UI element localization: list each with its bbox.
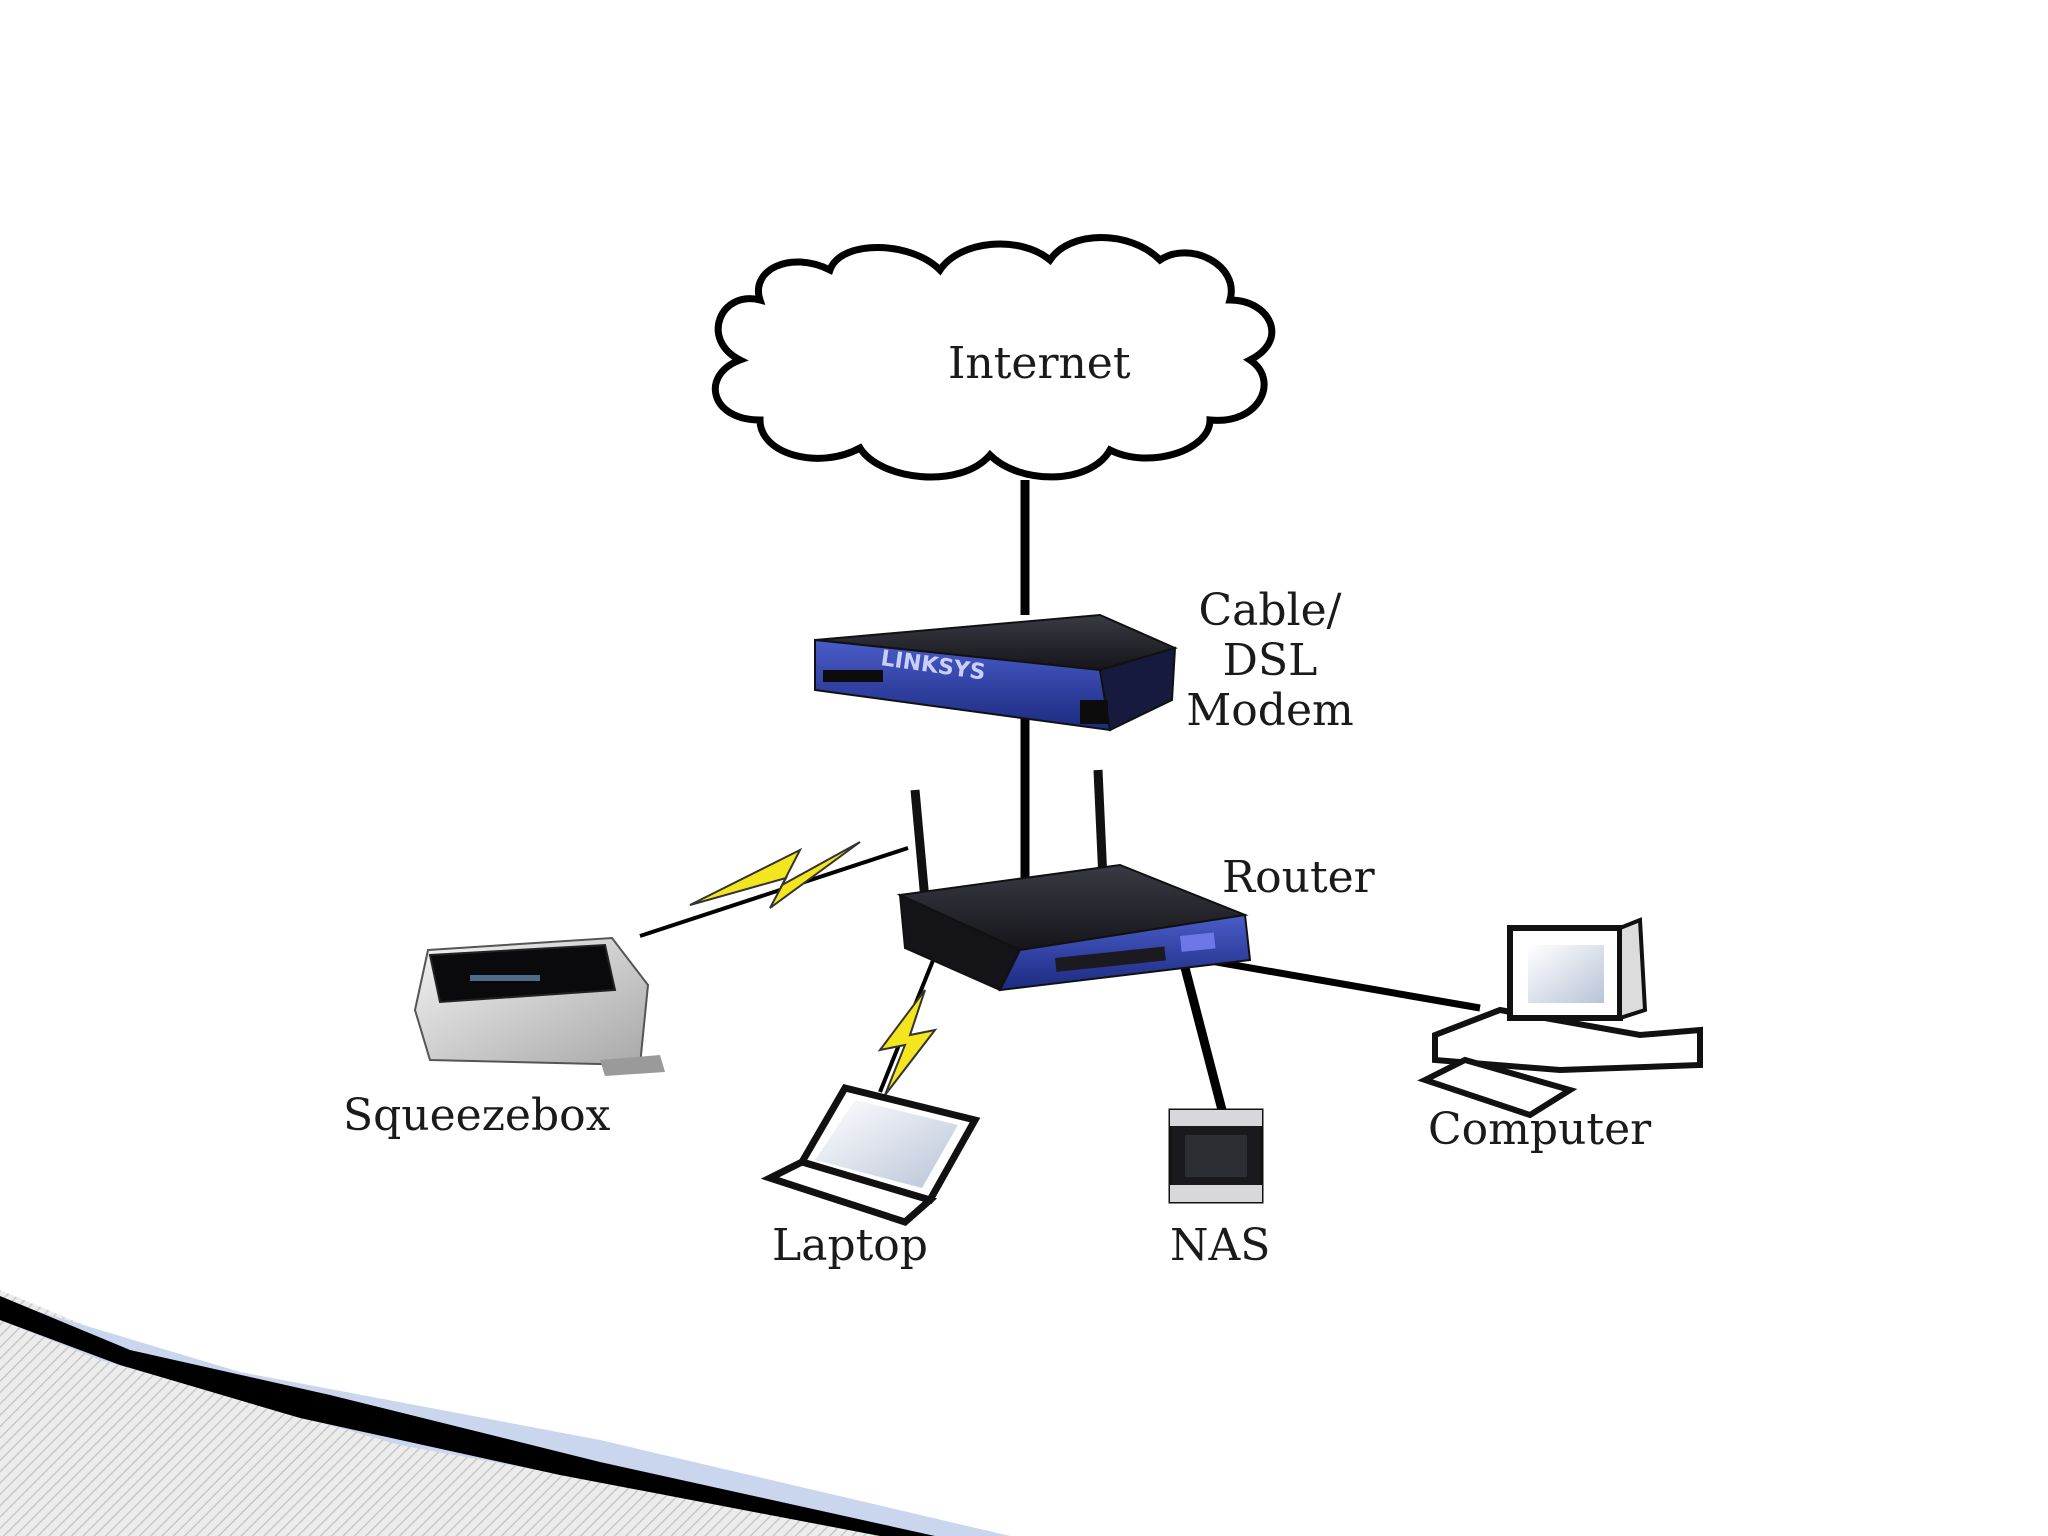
wired-links xyxy=(1020,480,1481,1112)
internet-label: Internet xyxy=(948,338,1131,389)
laptop-device xyxy=(760,1083,981,1226)
modem-label: Cable/ DSL Modem xyxy=(1170,586,1370,736)
lightning-squeezebox xyxy=(689,841,861,909)
nas-device xyxy=(1168,1108,1264,1204)
modem-label-line-2: DSL xyxy=(1222,635,1318,686)
modem-label-line-3: Modem xyxy=(1186,685,1354,736)
modem-label-line-1: Cable/ xyxy=(1198,585,1342,636)
corner-light-band xyxy=(0,1300,1010,1536)
corner-decoration xyxy=(0,1290,1010,1536)
corner-hatch xyxy=(0,1290,900,1536)
nas-label: NAS xyxy=(1170,1220,1271,1271)
internet-cloud xyxy=(711,234,1276,481)
wireless-links xyxy=(639,841,940,1096)
computer-device xyxy=(1417,917,1703,1119)
cloud-shape xyxy=(711,234,1276,481)
link-router-computer xyxy=(1204,956,1481,1012)
computer-label: Computer xyxy=(1428,1104,1652,1155)
link-router-nas xyxy=(1178,958,1227,1112)
wire-router-squeezebox xyxy=(639,846,909,938)
squeezebox-device xyxy=(413,936,665,1076)
router-label: Router xyxy=(1222,852,1375,903)
modem-device: LINKSYS xyxy=(814,613,1178,732)
router-device xyxy=(896,769,1252,992)
squeezebox-label: Squeezebox xyxy=(343,1090,611,1141)
lightning-laptop xyxy=(877,989,938,1096)
laptop-label: Laptop xyxy=(772,1220,928,1271)
